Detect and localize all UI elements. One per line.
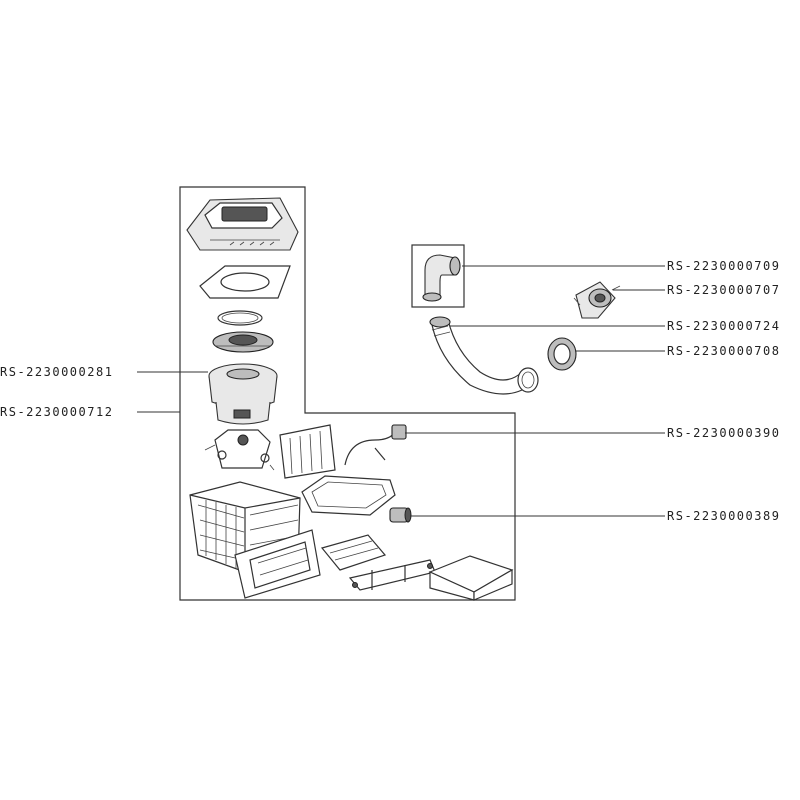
part-label-flexible-hose: RS-2230000724: [667, 319, 781, 333]
sponge-block-part: [428, 555, 514, 601]
filter-disc-part: [212, 331, 274, 353]
small-coupling-part: [389, 507, 412, 523]
assembly-frame: [179, 186, 516, 601]
part-label-valve-connector: RS-2230000707: [667, 283, 781, 297]
filter-pad-part: [279, 424, 336, 479]
gasket-frame-part: [199, 265, 291, 299]
part-label-cable-assembly: RS-2230000390: [667, 426, 781, 440]
flat-seal-part: [301, 475, 396, 516]
elbow-callout-box: [411, 244, 465, 308]
part-label-elbow-connector: RS-2230000709: [667, 259, 781, 273]
bottom-filter-part: [320, 534, 387, 571]
elbow-connector-part: [422, 254, 461, 302]
bracket-plate-part: [348, 559, 436, 591]
cable-assembly-part: [344, 424, 407, 466]
flexible-hose-part: [429, 316, 539, 395]
top-cover-part: [186, 197, 299, 251]
part-label-small-coupling: RS-2230000389: [667, 509, 781, 523]
part-label-motor: RS-2230000281: [0, 365, 114, 379]
o-ring-part: [217, 310, 263, 326]
part-label-hose-ring: RS-2230000708: [667, 344, 781, 358]
valve-connector-part: [573, 281, 621, 319]
hose-ring-part: [547, 337, 577, 371]
part-label-housing-frame: RS-2230000712: [0, 405, 114, 419]
front-housing-part: [234, 529, 321, 599]
motor-part: [208, 363, 278, 425]
motor-bracket-part: [204, 429, 275, 471]
